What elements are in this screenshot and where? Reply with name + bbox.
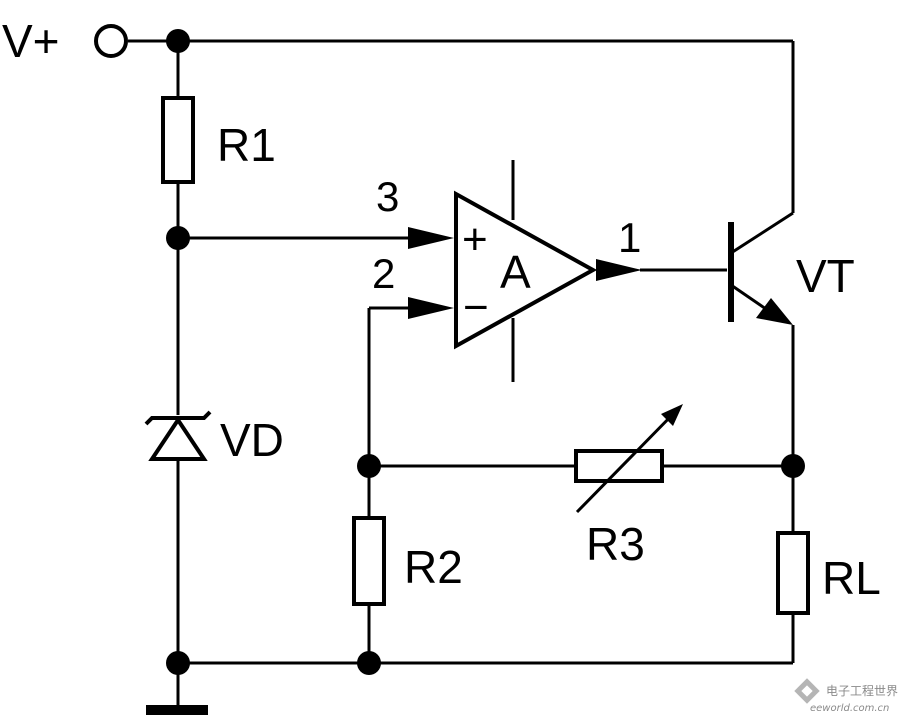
junctions — [166, 29, 805, 675]
supply-label: V+ — [2, 15, 60, 67]
junction-r2-top — [357, 454, 381, 478]
ground-symbol — [146, 705, 208, 715]
watermark-title: 电子工程世界 — [826, 683, 898, 698]
pin2-label: 2 — [372, 250, 395, 297]
vt-label: VT — [796, 250, 855, 302]
r1-label: R1 — [217, 119, 276, 171]
resistor-rl — [776, 531, 810, 615]
junction-top-left — [166, 29, 190, 53]
zener-diode-vd — [144, 410, 212, 461]
supply-terminal — [94, 24, 128, 58]
r3-arrow-head — [661, 404, 683, 426]
resistor-r1 — [161, 96, 195, 184]
wires — [128, 39, 795, 705]
arrow-pin3 — [408, 227, 454, 249]
r3-label: R3 — [586, 518, 645, 570]
transistor-emitter — [730, 283, 767, 311]
junction-r1-bottom — [166, 226, 190, 250]
vd-label: VD — [220, 414, 284, 466]
pin3-label: 3 — [376, 173, 399, 220]
watermark: 电子工程世界 eeworld.com.cn — [794, 678, 898, 714]
op-amp-triangle — [454, 190, 598, 350]
resistor-r2 — [352, 516, 386, 606]
pin1-label: 1 — [618, 214, 641, 261]
amp-label: A — [500, 246, 531, 298]
minus-sign: − — [463, 283, 489, 332]
rl-label: RL — [822, 552, 881, 604]
transistor-emitter-arrow — [756, 298, 793, 325]
watermark-url: eeworld.com.cn — [810, 703, 889, 714]
input-arrows — [408, 227, 642, 319]
op-amp — [454, 160, 598, 382]
plus-sign: + — [462, 215, 488, 264]
transistor-vt — [728, 211, 794, 325]
junction-bottom-r2 — [357, 651, 381, 675]
watermark-logo-icon — [794, 678, 820, 704]
arrow-pin1 — [596, 259, 642, 281]
transistor-collector — [730, 211, 794, 255]
resistor-r3 — [574, 449, 664, 483]
arrow-pin2 — [408, 297, 454, 319]
r3-variable-arrow — [575, 408, 679, 514]
junction-rl-top — [781, 454, 805, 478]
r2-label: R2 — [404, 541, 463, 593]
junction-bottom-left — [166, 651, 190, 675]
